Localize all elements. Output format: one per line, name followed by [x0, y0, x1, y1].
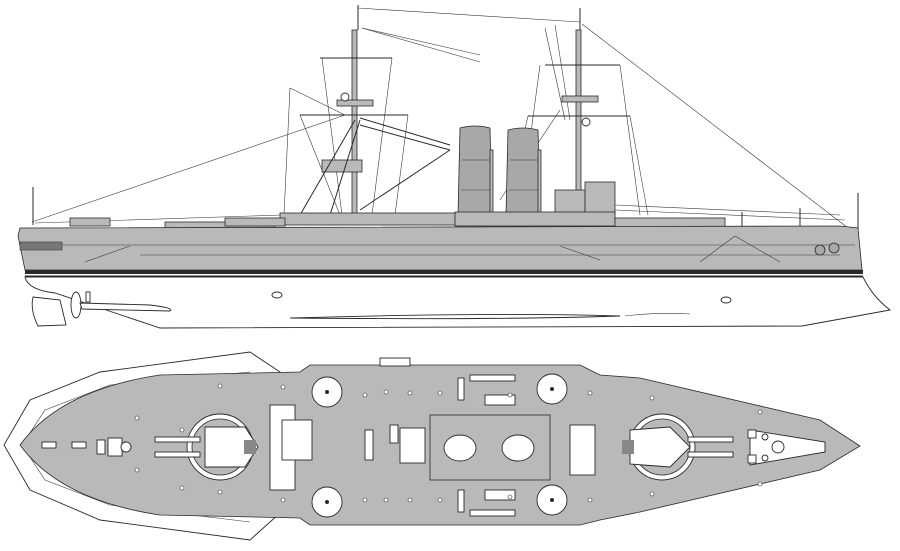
forward-turret [622, 413, 734, 481]
anchor-gear [747, 429, 826, 466]
fore-mast [299, 5, 451, 216]
funnels [457, 125, 542, 216]
superstructure [69, 211, 726, 231]
stern-details [41, 437, 132, 457]
hull-upper [17, 225, 863, 271]
hull-details [19, 235, 855, 263]
rudder-propeller [31, 291, 172, 327]
main-mast [528, 8, 801, 230]
plan-view [3, 351, 861, 541]
platforms [311, 373, 568, 518]
boot-topping [25, 270, 863, 274]
profile-view [17, 5, 892, 329]
aft-turret [154, 413, 259, 481]
hull-lower [24, 276, 892, 329]
rigging [31, 7, 849, 229]
deck-fittings [134, 383, 763, 503]
central-structures [269, 357, 596, 517]
